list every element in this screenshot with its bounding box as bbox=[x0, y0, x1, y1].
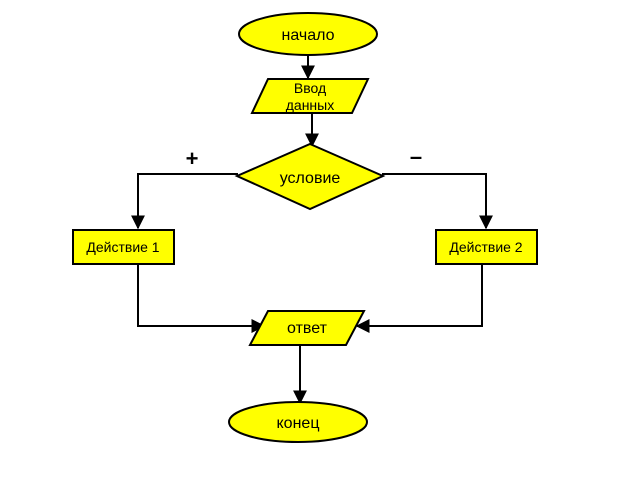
input-parallelogram-shape bbox=[250, 78, 370, 114]
condition-label: условие bbox=[280, 170, 341, 187]
action-1-label: Действие 1 bbox=[86, 239, 159, 255]
action-2-process-shape bbox=[435, 229, 538, 265]
node-end: конец bbox=[228, 401, 368, 443]
branch-no-label: – bbox=[410, 144, 422, 169]
node-action-1: Действие 1 bbox=[72, 229, 175, 265]
end-label: конец bbox=[277, 415, 320, 432]
condition-diamond-shape bbox=[234, 142, 386, 211]
branch-yes-label: + bbox=[186, 146, 199, 171]
node-condition: условие bbox=[234, 142, 386, 211]
action-2-label: Действие 2 bbox=[449, 239, 522, 255]
end-terminal-shape bbox=[228, 401, 368, 443]
node-output: ответ bbox=[248, 310, 366, 346]
edge-condition-no-to-action2 bbox=[382, 173, 493, 230]
edge-action1-to-output bbox=[137, 265, 266, 333]
output-parallelogram-shape bbox=[248, 310, 366, 346]
edge-condition-yes-to-action1 bbox=[131, 173, 238, 230]
start-terminal-shape bbox=[238, 12, 378, 56]
node-action-2: Действие 2 bbox=[435, 229, 538, 265]
action-1-process-shape bbox=[72, 229, 175, 265]
node-start: начало bbox=[238, 12, 378, 56]
output-label: ответ bbox=[287, 320, 328, 337]
node-input: Ввод данных bbox=[250, 78, 370, 114]
input-label-line1: Ввод bbox=[294, 80, 326, 96]
start-label: начало bbox=[281, 27, 334, 44]
input-label-line2: данных bbox=[286, 97, 334, 113]
edge-action2-to-output bbox=[355, 265, 483, 333]
